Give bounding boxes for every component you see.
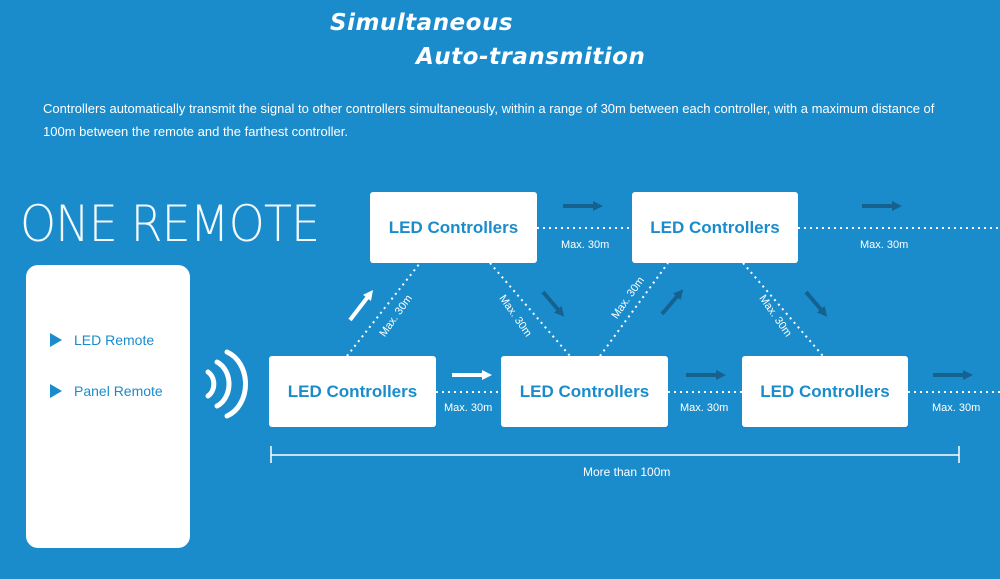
arrow-down-right-icon (804, 290, 828, 317)
title-line-1: Simultaneous (330, 10, 514, 36)
controller-bottom-1: LED Controllers (269, 356, 436, 427)
arrow-down-right-icon (541, 290, 565, 317)
play-triangle-icon (50, 384, 62, 398)
dotted-links (346, 227, 1000, 393)
remote-panel: LED Remote Panel Remote (26, 265, 190, 548)
play-triangle-icon (50, 333, 62, 347)
controller-bottom-2: LED Controllers (501, 356, 668, 427)
arrow-up-right-icon (660, 289, 684, 316)
remote-item-panel[interactable]: Panel Remote (50, 383, 163, 399)
controller-top-left: LED Controllers (370, 192, 537, 263)
one-remote-heading: ONE REMOTE (20, 195, 320, 253)
remote-item-led[interactable]: LED Remote (50, 332, 154, 348)
span-label: More than 100m (583, 465, 671, 479)
max-label: Max. 30m (860, 239, 909, 251)
remote-item-label: LED Remote (74, 332, 155, 348)
remote-item-label: Panel Remote (74, 383, 163, 399)
title-line-2: Auto-transmition (416, 44, 646, 70)
wifi-signal-icon (205, 349, 249, 419)
controller-top-right: LED Controllers (632, 192, 798, 263)
span-bar (270, 446, 960, 463)
max-label: Max. 30m (932, 402, 981, 414)
max-label: Max. 30m (561, 239, 610, 251)
controller-bottom-3: LED Controllers (742, 356, 908, 427)
arrow-up-right-icon (348, 290, 374, 322)
description: Controllers automatically transmit the s… (43, 101, 935, 139)
max-label: Max. 30m (444, 402, 493, 414)
max-label: Max. 30m (680, 402, 729, 414)
